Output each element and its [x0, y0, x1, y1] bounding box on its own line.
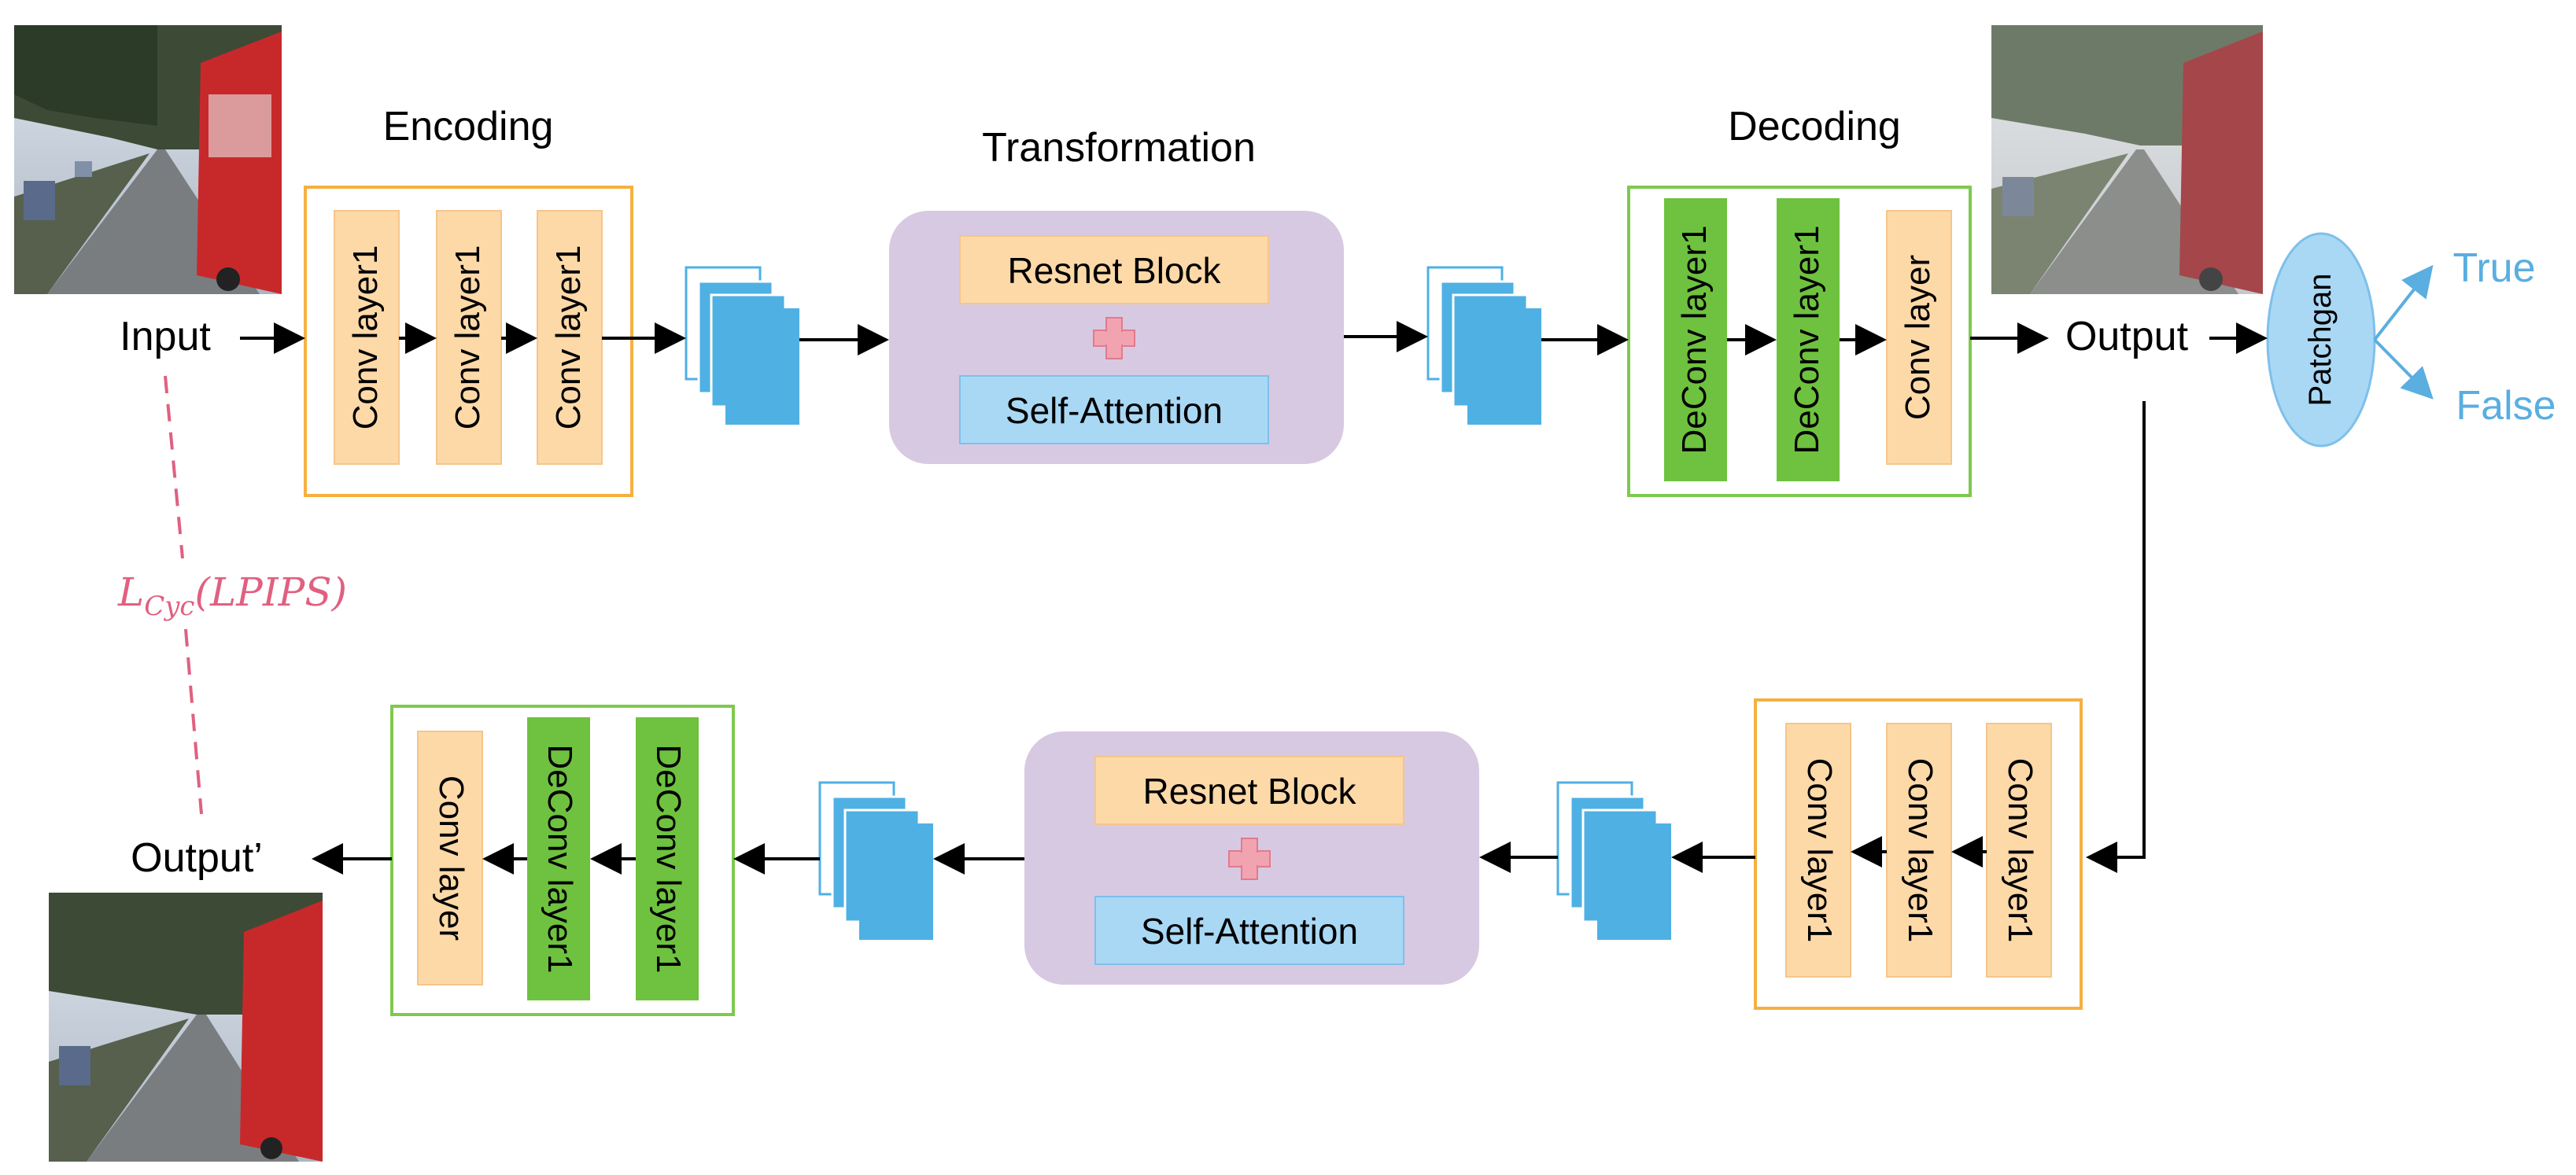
top-encoder-box [304, 186, 633, 497]
svg-text:Conv layer1: Conv layer1 [448, 245, 487, 430]
cycle-connector-line [2086, 401, 2146, 873]
top-encoder-layer: Conv layer1 [436, 210, 502, 465]
bottom-flow-arrows [312, 836, 1987, 875]
top-encoder-layer: Conv layer1 [334, 210, 400, 465]
bottom-feature-maps-2 [818, 781, 933, 940]
top-conv-layer: Conv layer [1886, 210, 1952, 465]
bottom-deconv-layer: DeConv layer1 [636, 717, 699, 1000]
top-flow-arrows [240, 321, 2268, 355]
svg-text:DeConv layer1: DeConv layer1 [1788, 225, 1826, 454]
svg-text:Conv layer1: Conv layer1 [1901, 758, 1939, 943]
bottom-encoder-box [1754, 698, 2083, 1010]
top-feature-maps-1 [685, 266, 799, 425]
false-label: False [2456, 383, 2556, 429]
top-feature-maps-2 [1426, 266, 1541, 425]
top-self-attention-block: Self-Attention [959, 375, 1269, 444]
top-deconv-layer: DeConv layer1 [1664, 198, 1727, 481]
svg-text:Conv layer: Conv layer [432, 775, 471, 941]
bottom-resnet-block: Resnet Block [1094, 756, 1404, 825]
svg-text:Self-Attention: Self-Attention [1141, 911, 1358, 952]
svg-text:DeConv layer1: DeConv layer1 [1675, 225, 1714, 454]
output-label: Output [2065, 314, 2189, 359]
plus-icon [1228, 838, 1271, 880]
bottom-encoder-layer: Conv layer1 [1886, 723, 1952, 978]
top-deconv-layer: DeConv layer1 [1777, 198, 1840, 481]
true-label: True [2453, 245, 2536, 291]
transformation-label: Transformation [982, 125, 1256, 171]
bottom-encoder-layer: Conv layer1 [1785, 723, 1851, 978]
bottom-deconv-layer: DeConv layer1 [527, 717, 590, 1000]
top-decoder-box [1627, 186, 1972, 497]
discriminator-arrows [2373, 264, 2434, 400]
output-road-image [1991, 25, 2263, 294]
svg-text:Conv layer1: Conv layer1 [549, 245, 588, 430]
plus-icon [1093, 317, 1135, 359]
top-resnet-block: Resnet Block [959, 235, 1269, 304]
svg-text:Conv layer: Conv layer [1899, 255, 1937, 420]
svg-text:Conv layer1: Conv layer1 [346, 245, 385, 430]
svg-text:Resnet Block: Resnet Block [1007, 250, 1221, 291]
output-prime-label: Output’ [131, 835, 263, 881]
bottom-self-attention-block: Self-Attention [1094, 896, 1404, 965]
svg-text:Conv layer1: Conv layer1 [2001, 758, 2039, 943]
cycle-loss-line-lower [184, 628, 203, 815]
cycle-loss-line-upper [164, 375, 184, 559]
decoding-label: Decoding [1728, 104, 1901, 149]
encoding-label: Encoding [383, 104, 554, 149]
top-encoder-layer: Conv layer1 [537, 210, 603, 465]
svg-text:Conv layer1: Conv layer1 [1800, 758, 1839, 943]
cycle-loss-label: LCyc(LPIPS) [117, 569, 347, 622]
input-label: Input [120, 314, 211, 359]
reconstructed-road-image [49, 893, 323, 1162]
svg-text:Self-Attention: Self-Attention [1006, 390, 1223, 431]
patchgan-label: Patchgan [2303, 273, 2338, 406]
svg-text:Resnet Block: Resnet Block [1142, 771, 1356, 812]
bottom-conv-layer: Conv layer [417, 731, 483, 985]
svg-text:DeConv layer1: DeConv layer1 [541, 744, 579, 973]
bottom-feature-maps-1 [1556, 781, 1671, 940]
bottom-encoder-layer: Conv layer1 [1986, 723, 2052, 978]
input-road-image [14, 25, 282, 294]
svg-text:DeConv layer1: DeConv layer1 [649, 744, 688, 973]
